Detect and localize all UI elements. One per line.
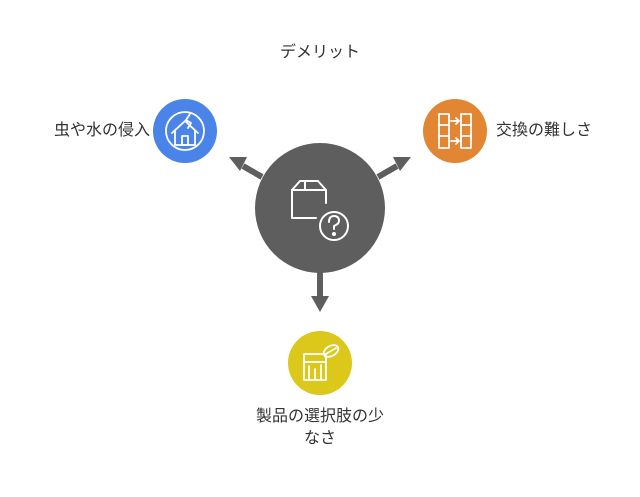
center-circle (255, 143, 385, 273)
product-options-icon (303, 344, 340, 381)
exchange-columns-icon (438, 113, 472, 149)
diagram-title: デメリット (279, 42, 360, 61)
bottom-node-circle (288, 331, 352, 395)
arrow-to-right (376, 157, 411, 180)
arrow-to-bottom (311, 270, 329, 312)
left-node-label: 虫や水の侵入 (53, 120, 150, 139)
house-crack-icon (165, 111, 205, 151)
bottom-node-label-line1: 製品の選択肢の少 (255, 406, 384, 425)
box-question-icon (291, 180, 349, 241)
bottom-node-label: 製品の選択肢の少 なさ (220, 405, 420, 449)
right-node-label: 交換の難しさ (496, 120, 593, 139)
right-node-circle (423, 99, 487, 163)
left-node-circle (153, 99, 217, 163)
bottom-node-label-line2: なさ (303, 428, 336, 447)
arrow-to-left (229, 157, 264, 180)
